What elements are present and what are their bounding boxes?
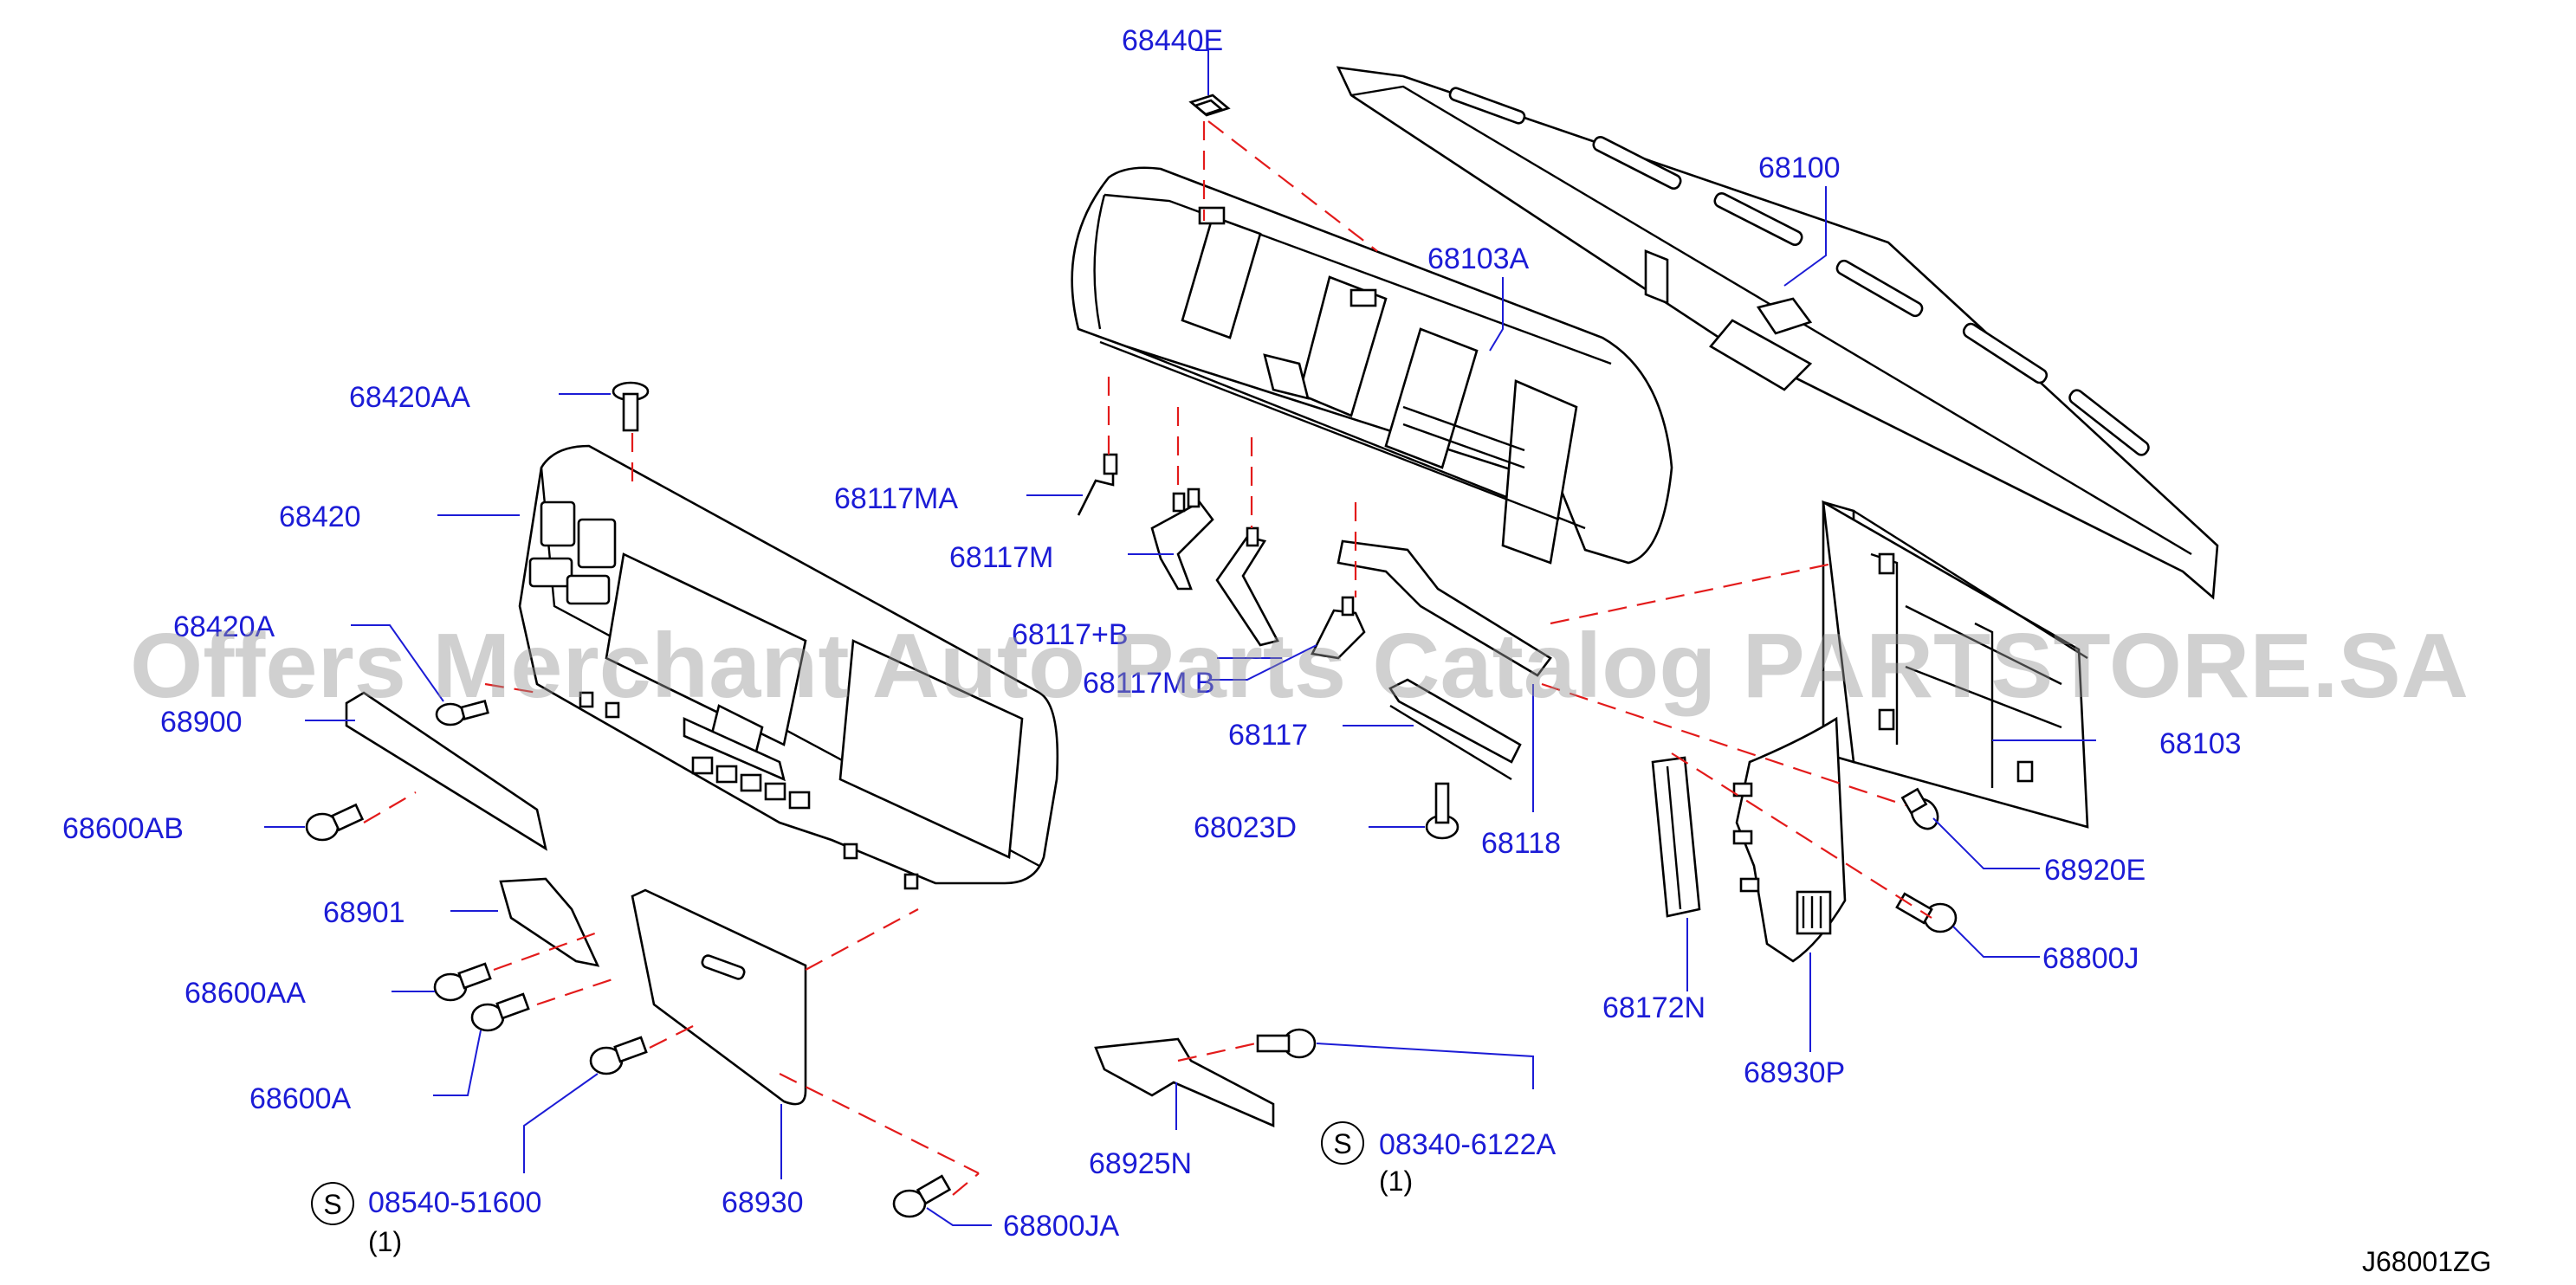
alignment-lines <box>363 120 1932 1196</box>
s-symbol-08340: S <box>1321 1121 1364 1165</box>
part-08340-bolt[interactable] <box>1256 1028 1317 1059</box>
part-68800J-bolt[interactable] <box>1895 892 1958 933</box>
part-68103-frame[interactable] <box>1822 500 2089 829</box>
label-68117M[interactable]: 68117M <box>949 541 1053 574</box>
label-68420[interactable]: 68420 <box>279 500 361 533</box>
part-68901-bracket[interactable] <box>499 877 600 967</box>
label-68925N[interactable]: 68925N <box>1089 1147 1192 1180</box>
label-68600AB[interactable]: 68600AB <box>62 812 184 845</box>
s-symbol-08540: S <box>311 1182 354 1225</box>
label-08540-qty: (1) <box>368 1226 402 1257</box>
s-symbol-text: S <box>323 1189 341 1220</box>
label-68117MA[interactable]: 68117MA <box>834 482 958 515</box>
label-68930[interactable]: 68930 <box>722 1186 804 1219</box>
part-68118-bracket[interactable] <box>1337 539 1552 781</box>
label-68023D[interactable]: 68023D <box>1194 811 1297 844</box>
cluster-switch-row <box>691 756 811 810</box>
label-68103[interactable]: 68103 <box>2159 727 2242 760</box>
label-68600AA[interactable]: 68600AA <box>184 977 306 1010</box>
diagram-code: J68001ZG <box>2362 1246 2491 1277</box>
s-symbol-text: S <box>1333 1128 1351 1159</box>
part-68172N-bracket[interactable] <box>1651 756 1701 918</box>
part-68900-trim[interactable] <box>345 691 547 851</box>
part-08540-bolt[interactable] <box>589 1036 648 1075</box>
part-68023D-bolt[interactable] <box>1425 782 1460 840</box>
part-68420AA-screw[interactable] <box>612 381 650 432</box>
part-labels: 68440E 68100 68103A 68420AA 68420 68117M… <box>62 24 2242 1257</box>
label-68800J[interactable]: 68800J <box>2042 942 2139 975</box>
label-68800JA[interactable]: 68800JA <box>1003 1210 1120 1243</box>
part-68420A-screw[interactable] <box>435 700 489 726</box>
label-68118[interactable]: 68118 <box>1481 827 1561 860</box>
part-68920E-clip[interactable] <box>1900 787 1943 833</box>
part-68600AA-bolt[interactable] <box>433 962 492 1002</box>
part-68117MB-bracket[interactable] <box>1311 596 1366 660</box>
part-68930P-side-panel[interactable] <box>1732 716 1847 963</box>
label-68103A[interactable]: 68103A <box>1427 242 1530 275</box>
label-68920E[interactable]: 68920E <box>2044 854 2146 887</box>
label-68930P[interactable]: 68930P <box>1744 1056 1845 1089</box>
label-68420A[interactable]: 68420A <box>173 610 275 643</box>
part-68600AB-bolt[interactable] <box>305 803 365 842</box>
label-68117[interactable]: 68117 <box>1228 719 1308 752</box>
label-68117B[interactable]: 68117+B <box>1012 618 1129 651</box>
label-08340-6122A[interactable]: 08340-6122A <box>1379 1128 1557 1161</box>
label-68100[interactable]: 68100 <box>1758 152 1841 184</box>
label-08340-qty: (1) <box>1379 1166 1413 1197</box>
leader-lines <box>264 49 2096 1226</box>
label-68900[interactable]: 68900 <box>160 706 243 739</box>
part-68100-shelf[interactable] <box>1336 66 2219 600</box>
part-68103A-dash-body[interactable] <box>1071 166 1673 565</box>
label-68440E[interactable]: 68440E <box>1122 24 1223 57</box>
label-68117MB[interactable]: 68117M B <box>1083 667 1214 700</box>
part-68420-cluster-finisher[interactable] <box>518 444 1059 890</box>
part-68800JA-bolt[interactable] <box>892 1174 952 1218</box>
label-68172N[interactable]: 68172N <box>1602 991 1705 1024</box>
label-68420AA[interactable]: 68420AA <box>349 381 470 414</box>
part-68440E-clip[interactable] <box>1188 94 1231 117</box>
part-68600A-bolt[interactable] <box>470 992 530 1032</box>
label-08540-51600[interactable]: 08540-51600 <box>368 1186 541 1219</box>
part-68117M-bracket[interactable] <box>1150 488 1214 591</box>
part-68117MA-bracket[interactable] <box>1077 453 1118 516</box>
part-68925N-bracket[interactable] <box>1094 1037 1275 1127</box>
watermark-text: Offers Merchant Auto Parts Catalog PARTS… <box>130 615 2469 717</box>
label-68600A[interactable]: 68600A <box>249 1082 352 1115</box>
label-68901[interactable]: 68901 <box>323 896 405 929</box>
part-68930-lower-cover[interactable] <box>631 888 807 1106</box>
